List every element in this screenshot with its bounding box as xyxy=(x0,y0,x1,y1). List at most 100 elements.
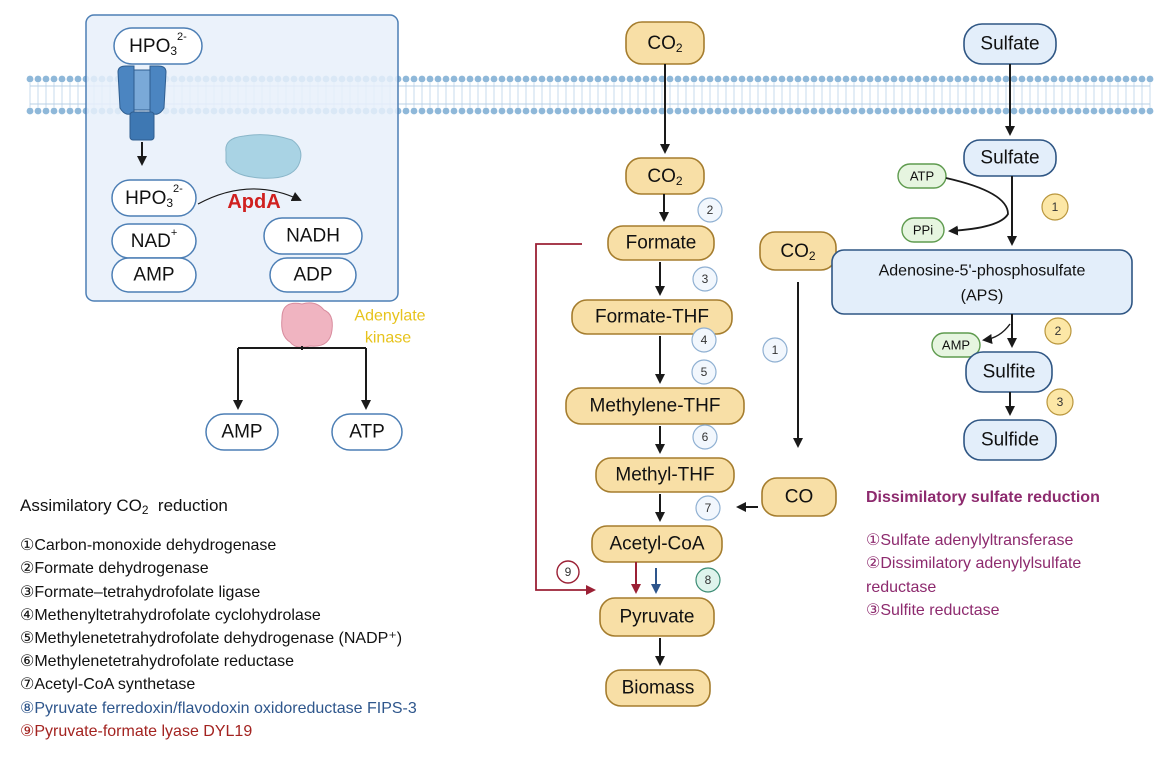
amp-inside-label: AMP xyxy=(133,265,174,286)
acetyl-coa-label: Acetyl-CoA xyxy=(609,534,704,555)
co2-legend-item-2: ②Formate dehydrogenase xyxy=(20,560,209,578)
ppi-cofactor-node xyxy=(901,217,945,243)
step-6-badge xyxy=(692,424,718,450)
sulfate-legend-item-2b: reductase xyxy=(866,578,937,596)
hpo3-outside-label: HPO32- xyxy=(129,31,187,58)
sulfide-label: Sulfide xyxy=(981,430,1039,451)
atp-cofactor-node xyxy=(897,163,947,189)
methylene-thf-label: Methylene-THF xyxy=(590,396,721,417)
step-2-badge xyxy=(697,197,723,223)
step-1-badge xyxy=(762,337,788,363)
kinase-label-line2: kinase xyxy=(365,330,411,347)
sulfate-legend-item-1: ①Sulfate adenylyltransferase xyxy=(866,532,1074,550)
hpo3-outside-node xyxy=(113,27,203,65)
co2-legend-title: Assimilatory CO2 reduction xyxy=(20,496,228,517)
sulfate-legend-title: Dissimilatory sulfate reduction xyxy=(866,489,1100,506)
step-3-label: 3 xyxy=(702,272,709,286)
sulfate-legend-item-2: ②Dissimilatory adenylylsulfate xyxy=(866,555,1082,573)
step-9-badge xyxy=(556,560,580,584)
co2-legend-item-8: ⑧Pyruvate ferredoxin/flavodoxin oxidored… xyxy=(20,699,417,717)
methylene-thf-node xyxy=(565,387,745,425)
atp-product-node xyxy=(331,413,403,451)
aps-label-line2: (APS) xyxy=(961,288,1004,305)
nad-label: NAD+ xyxy=(131,227,178,252)
nadh-label: NADH xyxy=(286,226,340,247)
hpo3-inside-node xyxy=(111,179,197,217)
co2-outside-label: CO2 xyxy=(647,33,683,56)
phosphite-transporter-icon xyxy=(117,65,167,141)
co2-legend-item-5: ⑤Methylenetetrahydrofolate dehydrogenase… xyxy=(20,629,403,647)
step-8-label: 8 xyxy=(705,573,712,587)
sulfate-inside-node xyxy=(963,139,1057,177)
middle-arrows xyxy=(535,64,803,666)
acetyl-coa-node xyxy=(591,525,723,563)
step-2-label: 2 xyxy=(707,203,714,217)
sulfate-legend: Dissimilatory sulfate reduction ①Sulfate… xyxy=(866,486,1100,622)
step-4-badge xyxy=(691,327,717,353)
apda-enzyme-icon xyxy=(225,134,302,179)
sulfate-step-3-label: 3 xyxy=(1057,395,1064,409)
formate-thf-label: Formate-THF xyxy=(595,307,709,328)
aps-node xyxy=(831,249,1133,315)
kinase-label-line1: Adenylate xyxy=(354,308,425,325)
co2-inside-label: CO2 xyxy=(647,166,683,189)
sulfate-step-3-badge xyxy=(1046,388,1074,416)
amp-inside-node xyxy=(111,257,197,293)
co2-legend-item-6: ⑥Methylenetetrahydrofolate reductase xyxy=(20,653,295,671)
co2-legend-item-4: ④Methenyltetrahydrofolate cyclohydrolase xyxy=(20,606,321,624)
formate-thf-node xyxy=(571,299,733,335)
co2-legend-item-9: ⑨Pyruvate-formate lyase DYL19 xyxy=(20,722,253,740)
step-7-label: 7 xyxy=(705,501,712,515)
apda-label: ApdA xyxy=(227,191,280,213)
biomass-label: Biomass xyxy=(622,678,695,699)
step-8-badge xyxy=(695,567,721,593)
step-5-badge xyxy=(691,359,717,385)
atp-product-label: ATP xyxy=(349,422,385,443)
co2-legend-item-1: ①Carbon-monoxide dehydrogenase xyxy=(20,537,277,555)
step-7-badge xyxy=(695,495,721,521)
step-6-label: 6 xyxy=(702,430,709,444)
co2-side-node xyxy=(759,231,837,271)
aps-label-line1: Adenosine-5'-phosphosulfate xyxy=(879,263,1086,280)
step-3-badge xyxy=(692,266,718,292)
sulfate-step-2-badge xyxy=(1044,317,1072,345)
biomass-node xyxy=(605,669,711,707)
sulfate-step-1-label: 1 xyxy=(1052,200,1059,214)
step-9-label: 9 xyxy=(565,565,572,579)
nadh-node xyxy=(263,217,363,255)
amp-product-label: AMP xyxy=(221,422,262,443)
co2-legend-item-7: ⑦Acetyl-CoA synthetase xyxy=(20,676,196,694)
methyl-thf-node xyxy=(595,457,735,493)
pyruvate-label: Pyruvate xyxy=(620,607,695,628)
right-arrows xyxy=(945,64,1017,416)
co2-legend: Assimilatory CO2 reduction ①Carbon-monox… xyxy=(20,494,417,743)
adp-node xyxy=(269,257,357,293)
co2-legend-item-3: ③Formate–tetrahydrofolate ligase xyxy=(20,583,261,601)
sulfate-step-2-label: 2 xyxy=(1055,324,1062,338)
sulfide-node xyxy=(963,419,1057,461)
amp-product-node xyxy=(205,413,279,451)
co2-side-label: CO2 xyxy=(780,241,816,264)
methyl-thf-label: Methyl-THF xyxy=(615,465,714,486)
adenylate-kinase-icon xyxy=(281,302,333,348)
sulfate-outside-label: Sulfate xyxy=(980,34,1039,55)
step-4-label: 4 xyxy=(701,333,708,347)
atp-cofactor-label: ATP xyxy=(910,169,934,184)
sulfate-legend-item-3: ③Sulfite reductase xyxy=(866,601,1000,619)
co-label: CO xyxy=(785,487,814,508)
pyruvate-node xyxy=(599,597,715,637)
amp-cofactor-label: AMP xyxy=(942,338,970,353)
ppi-cofactor-label: PPi xyxy=(913,223,933,238)
sulfate-inside-label: Sulfate xyxy=(980,148,1039,169)
adp-label: ADP xyxy=(293,265,332,286)
formate-label: Formate xyxy=(626,233,697,254)
left-arrows xyxy=(137,142,371,410)
formate-node xyxy=(607,225,715,261)
co-node xyxy=(761,477,837,517)
hpo3-inside-label: HPO32- xyxy=(125,183,183,210)
step-1-label: 1 xyxy=(772,343,779,357)
sulfate-step-1-badge xyxy=(1041,193,1069,221)
amp-cofactor-node xyxy=(931,332,981,358)
sulfite-label: Sulfite xyxy=(983,362,1036,383)
